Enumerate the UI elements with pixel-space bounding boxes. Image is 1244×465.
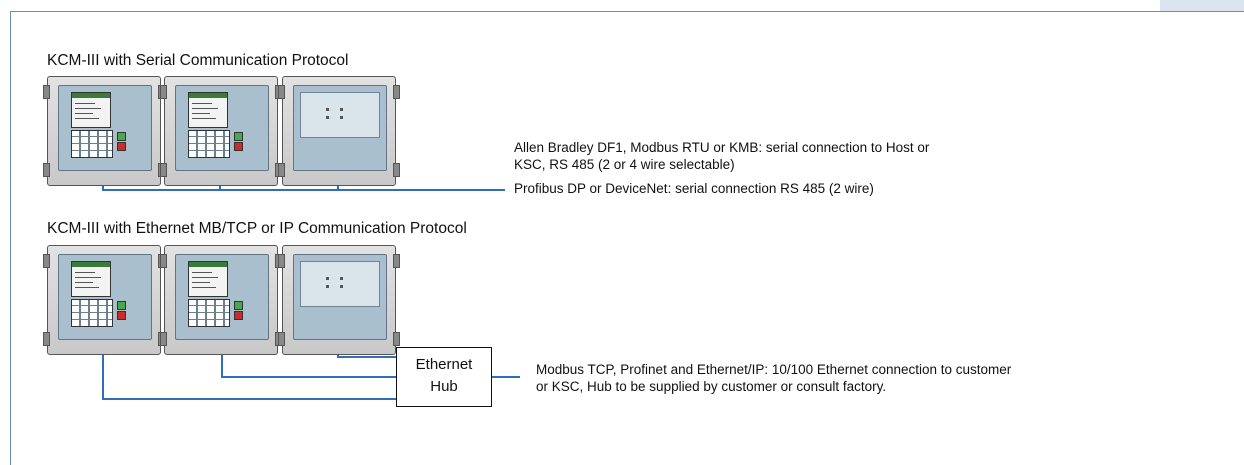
serial-description-line-2: KSC, RS 485 (2 or 4 wire selectable) [514,157,735,172]
serial-description-line-1: Allen Bradley DF1, Modbus RTU or KMB: se… [514,140,930,155]
hub-label-line-2: Hub [430,378,458,395]
frame-left-border [10,11,11,465]
ethernet-section-heading: KCM-III with Ethernet MB/TCP or IP Commu… [47,220,467,237]
kcm-iii-controller-icon [43,245,165,355]
ethernet-line-device1 [102,335,396,400]
kcm-iii-controller-blank-icon [278,245,400,355]
kcm-iii-controller-icon [160,245,282,355]
hub-label-line-1: Ethernet [415,356,473,373]
kcm-iii-controller-blank-icon [278,76,400,186]
serial-section-heading: KCM-III with Serial Communication Protoc… [47,52,349,69]
ethernet-description-line-2: or KSC, Hub to be supplied by customer o… [536,379,887,394]
kcm-iii-controller-icon [43,76,165,186]
ethernet-hub-box: Ethernet Hub [396,347,492,407]
corner-tab [1160,0,1244,11]
kcm-iii-controller-icon [160,76,282,186]
frame-top-border [10,11,1244,12]
ethernet-description-line-1: Modbus TCP, Profinet and Ethernet/IP: 10… [536,362,1012,377]
serial-description-line-3: Profibus DP or DeviceNet: serial connect… [514,181,874,196]
